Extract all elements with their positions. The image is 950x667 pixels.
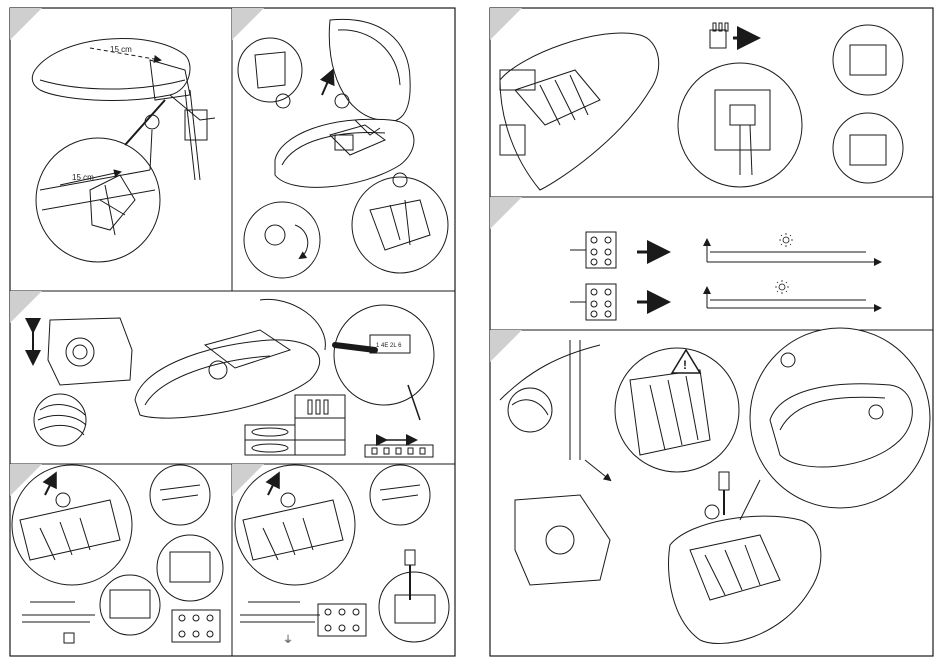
step1-dimension-top: 15 cm xyxy=(110,45,132,54)
step2-open-housing-illustration xyxy=(238,19,448,278)
step1-dimension-zoom: 15 cm xyxy=(72,173,94,182)
step5-earth-symbol: ⏚ xyxy=(283,634,293,646)
step4-wiring-class-ii-illustration xyxy=(12,465,223,643)
step6-terminal-block-illustration xyxy=(500,23,903,190)
warning-icon: ! xyxy=(683,358,687,372)
step5-wiring-class-i-illustration xyxy=(235,465,449,642)
step8-reassembly-illustration xyxy=(500,328,930,643)
step3-lampholder-illustration xyxy=(33,299,434,457)
sun-icon xyxy=(775,280,789,294)
step7-power-setting-diagram xyxy=(570,232,880,320)
sun-icon xyxy=(779,233,793,247)
step1-mounting-illustration xyxy=(32,39,215,262)
step3-terminal-label: 1 4E 2L 6 xyxy=(376,343,402,349)
step-tabs-right xyxy=(490,8,522,362)
